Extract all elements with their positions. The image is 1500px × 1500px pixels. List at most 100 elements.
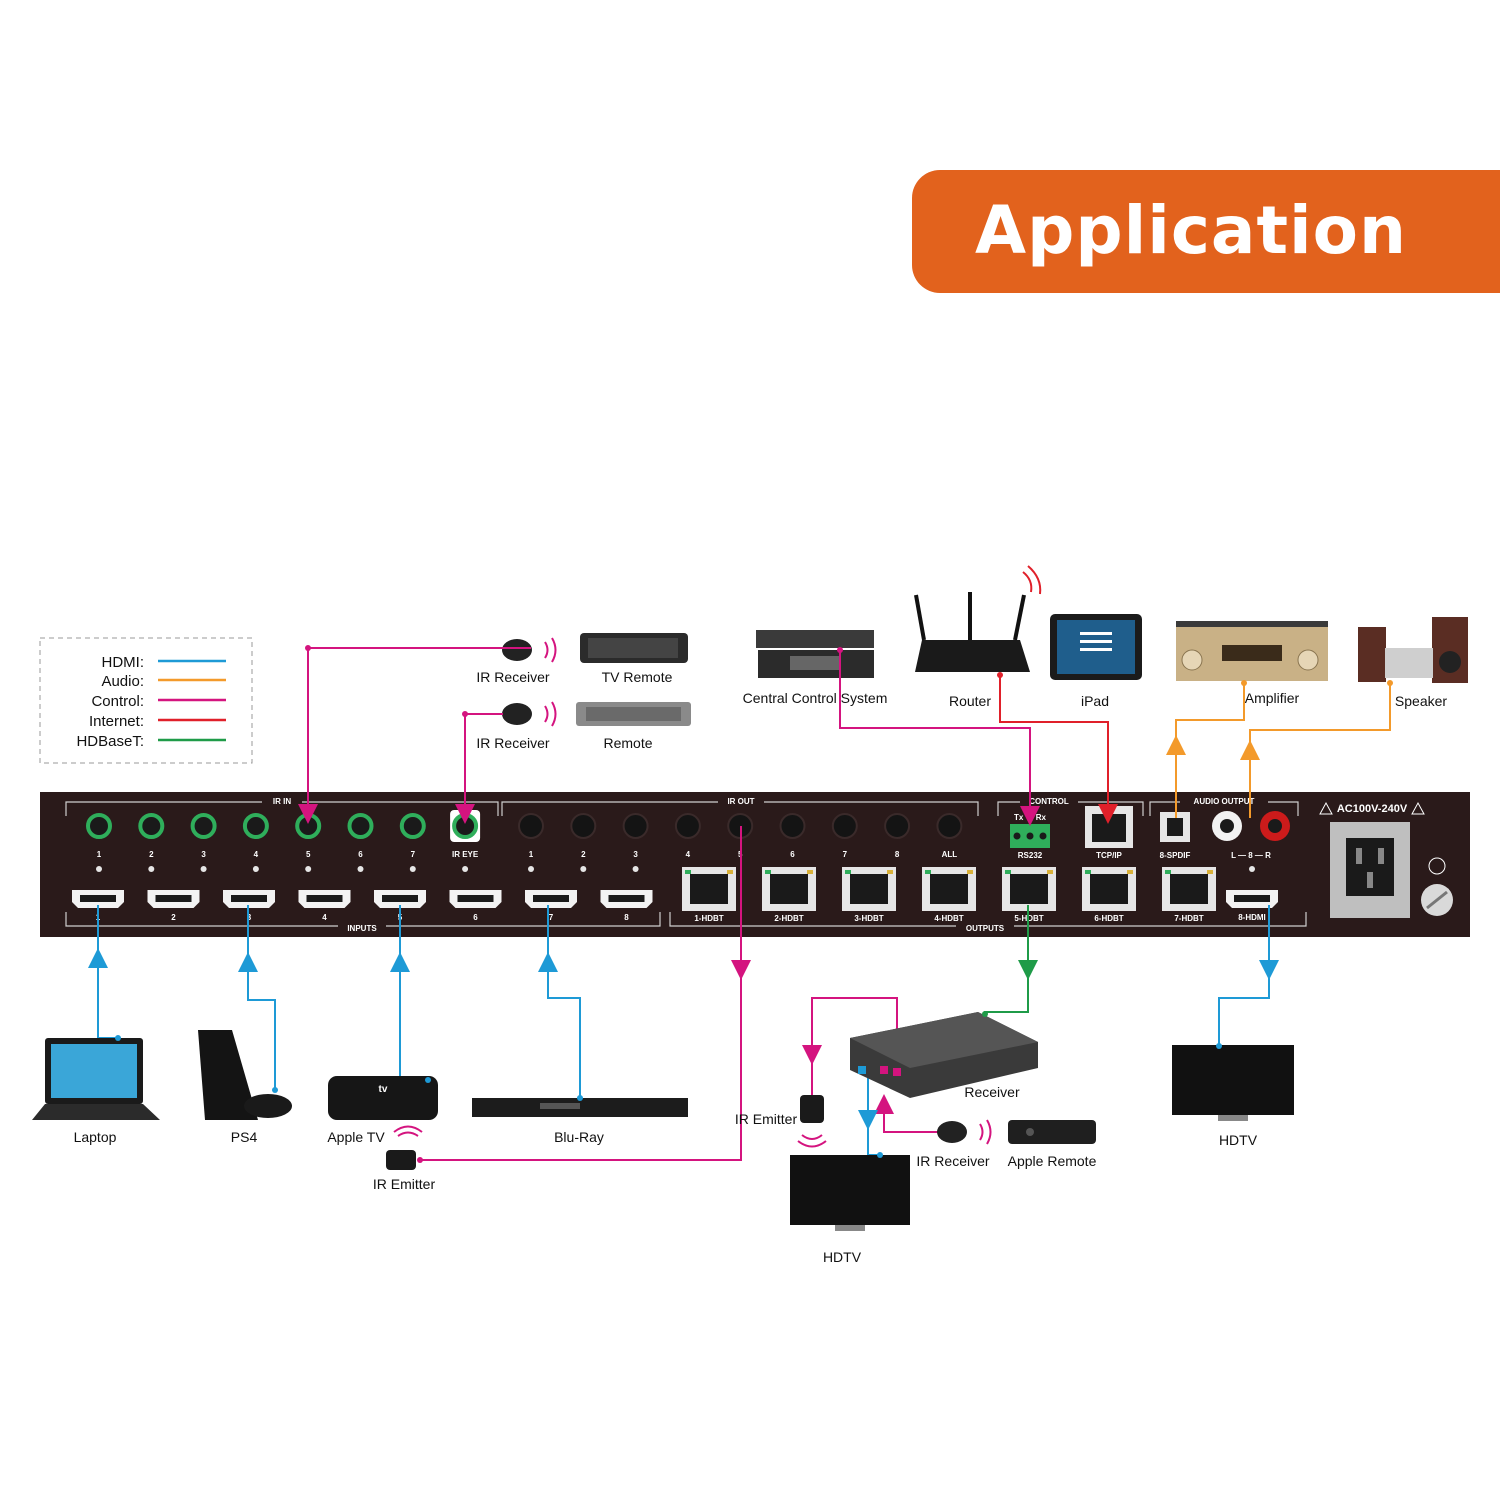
ir-out-port-8[interactable]: 8 xyxy=(884,813,911,859)
ir-receiver-3-label: IR Receiver xyxy=(916,1153,989,1169)
ir-out-port-label: 4 xyxy=(686,850,691,859)
ir-in-port-7[interactable]: 7 xyxy=(399,813,426,872)
output-port-6[interactable]: 6-HDBT xyxy=(1082,867,1136,923)
ir-receiver-3: IR Receiver xyxy=(916,1119,992,1169)
hdtv-2-label: HDTV xyxy=(1219,1132,1258,1148)
hdmi-input-label: 6 xyxy=(473,913,478,922)
hdmi-input-3[interactable]: 3 xyxy=(223,890,275,922)
hdmi-input-7[interactable]: 7 xyxy=(525,890,577,922)
ir-out-port-label: ALL xyxy=(942,850,958,859)
ir-receiver-2: IR Receiver xyxy=(476,701,557,751)
tv-remote-label: TV Remote xyxy=(602,669,673,685)
router-label: Router xyxy=(949,693,991,709)
output-port-5[interactable]: 5-HDBT xyxy=(1002,867,1056,923)
speaker: Speaker xyxy=(1358,617,1468,709)
hdmi-input-label: 3 xyxy=(247,913,252,922)
laptop: Laptop xyxy=(32,1038,160,1145)
ir-out-port-9[interactable]: ALL xyxy=(936,813,963,859)
hdmi-input-6[interactable]: 6 xyxy=(449,890,502,922)
ir-out-port-1[interactable]: 1 xyxy=(518,813,544,872)
ir-in-port-label: 3 xyxy=(201,850,206,859)
ir-in-port-label: 7 xyxy=(411,850,416,859)
legend-box xyxy=(39,637,253,764)
spdif-port[interactable]: 8-SPDIF xyxy=(1160,812,1191,860)
remote: Remote xyxy=(576,702,691,751)
output-port-7[interactable]: 7-HDBT xyxy=(1162,867,1216,923)
ir-in-port-label: 5 xyxy=(306,850,311,859)
ir-out-port-6[interactable]: 6 xyxy=(779,813,806,859)
apple-tv: tv Apple TV xyxy=(327,1076,438,1145)
section-audio-output: AUDIO OUTPUT xyxy=(1194,797,1255,806)
bluray-label: Blu-Ray xyxy=(554,1129,604,1145)
power-section: AC100V-240V xyxy=(1319,801,1453,918)
section-outputs: OUTPUTS xyxy=(966,924,1005,933)
ir-in-port-label: 6 xyxy=(358,850,363,859)
bluray: Blu-Ray xyxy=(472,1098,688,1145)
hdmi-input-4[interactable]: 4 xyxy=(298,890,351,922)
line-output-8-to-hdtv xyxy=(1218,905,1270,1046)
output-port-label: 8-HDMI xyxy=(1238,913,1266,922)
ir-out-port-label: 2 xyxy=(581,850,586,859)
line-spdif-to-amplifier xyxy=(1175,683,1245,818)
apple-remote: Apple Remote xyxy=(1008,1120,1097,1169)
ir-out-port-label: 7 xyxy=(843,850,848,859)
hdtv-1: HDTV xyxy=(790,1155,910,1265)
output-port-8[interactable]: 8-HDMI xyxy=(1226,866,1278,922)
output-port-2[interactable]: 2-HDBT xyxy=(762,867,816,923)
legend-label-control: Control: xyxy=(91,693,144,710)
router: Router xyxy=(914,565,1042,709)
hdtv-1-label: HDTV xyxy=(823,1249,862,1265)
ir-in-port-2[interactable]: 2 xyxy=(138,813,165,872)
output-port-label: 1-HDBT xyxy=(694,914,723,923)
output-port-4[interactable]: 4-HDBT xyxy=(922,867,976,923)
ground-icon xyxy=(1428,857,1446,875)
legend-label-audio: Audio: xyxy=(101,673,144,690)
page-title: Application xyxy=(975,192,1407,269)
hdmi-input-8[interactable]: 8 xyxy=(600,890,653,922)
amplifier: Amplifier xyxy=(1176,621,1328,706)
tv-remote: TV Remote xyxy=(580,633,688,685)
matrix-panel: IR IN IR OUT CONTROL AUDIO OUTPUT INPUTS… xyxy=(40,792,1470,937)
ir-out-port-label: 1 xyxy=(529,850,534,859)
analog-audio-ports[interactable]: L — 8 — R xyxy=(1212,811,1290,860)
section-ir-in: IR IN xyxy=(273,797,291,806)
ir-in-port-4[interactable]: 4 xyxy=(242,813,269,872)
central-control-system: Central Control System xyxy=(743,630,887,706)
hdmi-input-label: 4 xyxy=(322,913,327,922)
ir-out-port-label: 3 xyxy=(633,850,638,859)
ir-in-port-3[interactable]: 3 xyxy=(190,813,217,872)
ir-in-port-1[interactable]: 1 xyxy=(86,813,112,872)
hdmi-input-label: 8 xyxy=(624,913,629,922)
ir-receiver-1: IR Receiver xyxy=(476,637,557,685)
ir-out-port-2[interactable]: 2 xyxy=(570,813,597,872)
apple-tv-logo: tv xyxy=(379,1084,388,1095)
line-ir-out-5-to-ir-emitter xyxy=(420,826,742,1161)
laptop-label: Laptop xyxy=(74,1129,117,1145)
apple-remote-label: Apple Remote xyxy=(1008,1153,1097,1169)
output-port-label: 6-HDBT xyxy=(1094,914,1123,923)
output-port-label: 4-HDBT xyxy=(934,914,963,923)
ir-emitter-1: IR Emitter xyxy=(373,1150,435,1192)
legend-label-hdmi: HDMI: xyxy=(102,654,145,671)
ir-out-port-4[interactable]: 4 xyxy=(674,813,701,859)
ir-emitter-2-label: IR Emitter xyxy=(735,1111,798,1127)
output-port-1[interactable]: 1-HDBT xyxy=(682,867,736,923)
line-bluray-to-input-7 xyxy=(547,905,581,1098)
title-banner: Application xyxy=(912,170,1500,293)
legend-label-hdbaset: HDBaseT: xyxy=(76,733,144,750)
line-central-control-to-rs232 xyxy=(839,650,1040,826)
line-ir-receiver-3-to-receiver xyxy=(874,1094,938,1133)
remote-label: Remote xyxy=(603,735,652,751)
ir-in-port-6[interactable]: 6 xyxy=(347,813,374,872)
ir-out-port-label: 6 xyxy=(790,850,795,859)
speaker-label: Speaker xyxy=(1395,693,1447,709)
output-port-3[interactable]: 3-HDBT xyxy=(842,867,896,923)
ir-receiver-1-label: IR Receiver xyxy=(476,669,549,685)
amplifier-label: Amplifier xyxy=(1245,690,1300,706)
ir-out-port-3[interactable]: 3 xyxy=(622,813,649,872)
analog-audio-label: L — 8 — R xyxy=(1231,851,1271,860)
hdmi-input-2[interactable]: 2 xyxy=(147,890,200,922)
ir-out-port-7[interactable]: 7 xyxy=(831,813,858,859)
ir-emitter-2: IR Emitter xyxy=(735,1095,827,1148)
